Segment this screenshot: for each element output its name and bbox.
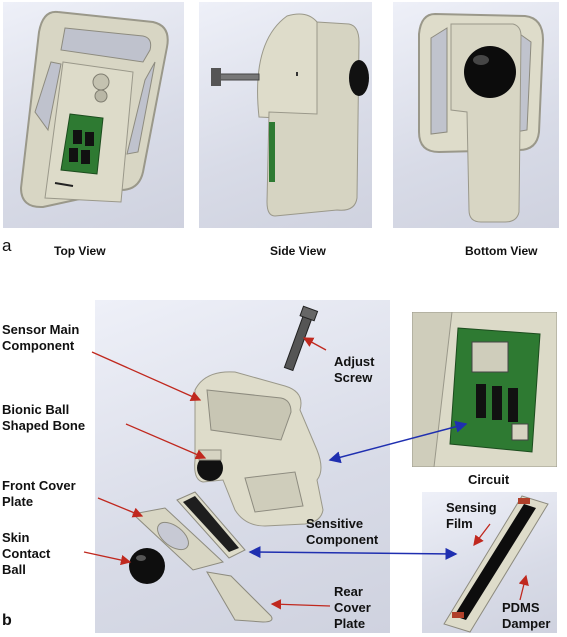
- arrow-pdms: [518, 574, 529, 601]
- arrow-skin-contact: [83, 551, 132, 566]
- label-front-cover: Front Cover Plate: [2, 478, 76, 509]
- circuit-inset-panel: [412, 312, 557, 467]
- label-pdms-damper: PDMS Damper: [502, 600, 551, 631]
- panel-a-letter: a: [2, 236, 12, 255]
- sensing-film-inset-panel: [422, 492, 557, 633]
- arrow-rear-cover: [270, 599, 331, 610]
- label-rear-cover: Rear Cover Plate: [334, 584, 371, 631]
- arrow-adjust-screw: [302, 337, 327, 351]
- panel-b-letter: b: [2, 612, 12, 629]
- label-circuit: Circuit: [468, 472, 510, 487]
- label-sensing-film: Sensing Film: [446, 500, 497, 531]
- top-view-panel: [3, 2, 184, 228]
- arrow-circuit: [328, 420, 468, 464]
- arrow-front-cover: [97, 497, 144, 518]
- arrow-sensor-main: [91, 351, 202, 402]
- label-sensitive-component: Sensitive Component: [306, 516, 379, 547]
- bottom-view-caption: Bottom View: [465, 244, 538, 258]
- arrow-bionic-ball: [125, 423, 207, 460]
- label-bionic-ball: Bionic Ball Shaped Bone: [2, 402, 86, 433]
- label-adjust-screw: Adjust Screw: [334, 354, 375, 385]
- exploded-view-panel: [95, 300, 390, 633]
- label-sensor-main-component: Sensor Main Component: [2, 322, 80, 353]
- bottom-view-panel: [393, 2, 559, 228]
- arrow-sensitive: [248, 546, 458, 560]
- label-skin-contact: Skin Contact Ball: [2, 530, 51, 577]
- top-view-caption: Top View: [54, 244, 106, 258]
- side-view-panel: [199, 2, 372, 228]
- arrow-sensing-film: [473, 523, 491, 547]
- side-view-caption: Side View: [270, 244, 326, 258]
